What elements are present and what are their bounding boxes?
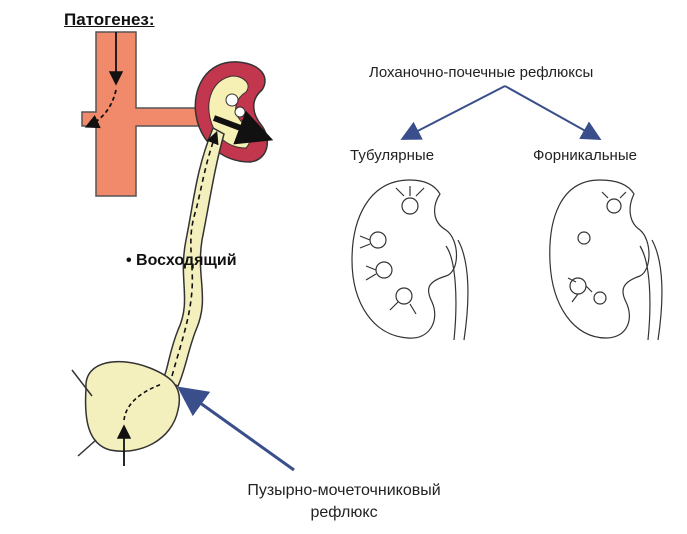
fornical-kidney-sketch	[549, 179, 663, 341]
vur-line-2: рефлюкс	[310, 504, 378, 521]
bladder-icon	[71, 360, 181, 466]
diagram-title: Патогенез:	[64, 10, 155, 29]
ascending-label: • Восходящий	[126, 252, 237, 269]
vur-line-1: Пузырно-мочеточниковый	[247, 482, 441, 499]
branch-arrows	[400, 85, 602, 140]
fornical-label: Форникальные	[533, 147, 637, 164]
tubular-label: Тубулярные	[350, 147, 435, 164]
vesicoureteral-reflux-label: Пузырно-мочеточниковый рефлюкс	[224, 480, 464, 524]
aorta-icon	[81, 31, 219, 197]
pyelorenal-refluxes-label: Лоханочно-почечные рефлюксы	[369, 64, 594, 81]
ureter	[160, 126, 225, 387]
arrow-icon	[177, 386, 295, 472]
tubular-kidney-sketch	[351, 179, 469, 341]
